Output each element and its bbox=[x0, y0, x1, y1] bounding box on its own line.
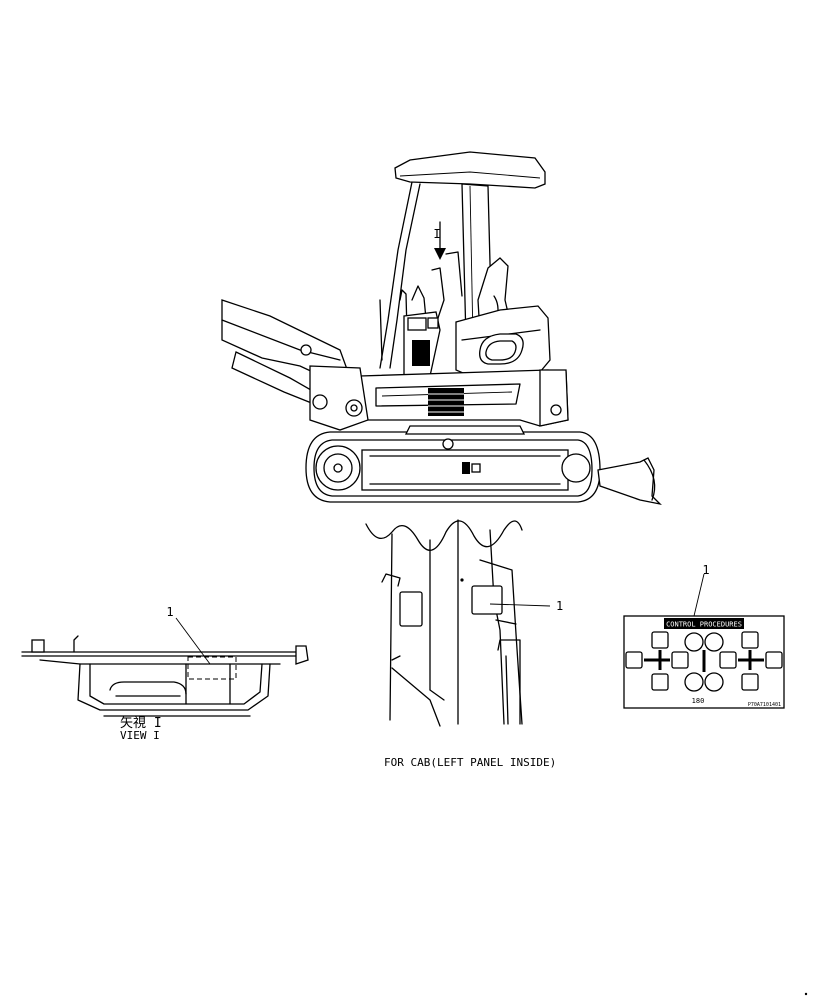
decal-number: 180 bbox=[692, 697, 705, 705]
decal-title: CONTROL PROCEDURES bbox=[666, 621, 742, 629]
decal-part-code: P70A7101401 bbox=[748, 702, 781, 708]
view-arrow-label: I bbox=[433, 227, 440, 241]
cab-panel-illustration bbox=[365, 519, 551, 727]
cab-item-number: 1 bbox=[556, 599, 563, 613]
view-caption-english: VIEW I bbox=[120, 729, 160, 742]
view-caption-japanese: 矢視 I bbox=[120, 716, 162, 731]
view-item-number: 1 bbox=[166, 605, 173, 619]
view-i-illustration bbox=[21, 617, 309, 717]
corner-dot bbox=[804, 992, 808, 996]
decal-item-number: 1 bbox=[702, 563, 709, 577]
control-procedures-decal bbox=[623, 573, 785, 709]
cab-caption: FOR CAB(LEFT PANEL INSIDE) bbox=[384, 756, 557, 769]
excavator-illustration bbox=[221, 151, 662, 506]
decal-title-plate bbox=[664, 618, 744, 629]
